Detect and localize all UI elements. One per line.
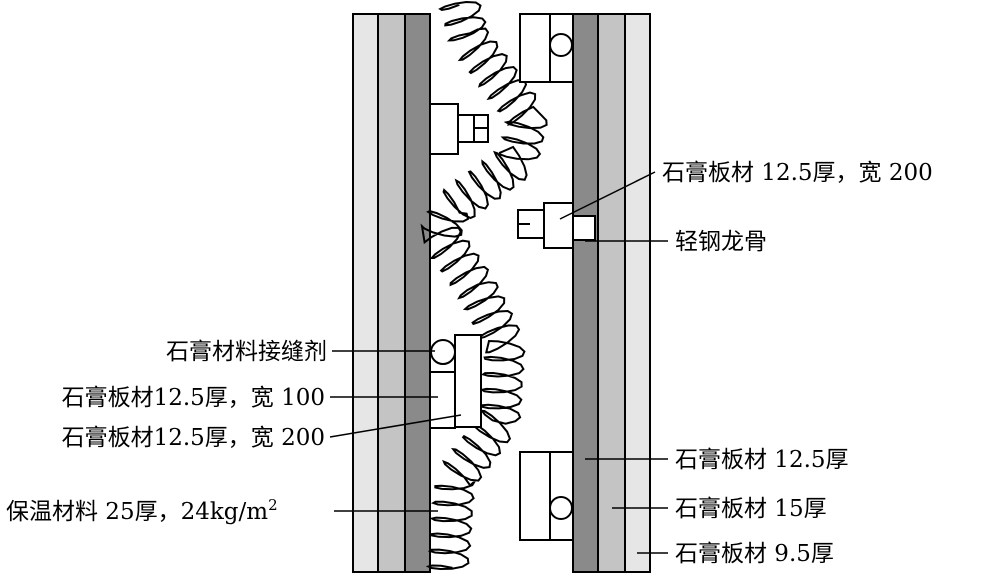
- label-insulation-superscript: 2: [268, 496, 278, 514]
- label-board-12-5-w200-left: 石膏板材12.5厚，宽 200: [62, 425, 325, 451]
- label-joint-compound: 石膏材料接缝剂: [166, 339, 327, 365]
- left-board-inner: [404, 13, 431, 573]
- right-board-outer: [624, 13, 651, 573]
- label-light-steel-keel: 轻钢龙骨: [675, 229, 767, 255]
- label-insulation-main: 保温材料 25厚，24kg/m: [6, 499, 268, 525]
- right-stud-bottom: [519, 451, 574, 541]
- label-board-12-5-w100: 石膏板材12.5厚，宽 100: [62, 385, 325, 411]
- right-board-inner: [572, 13, 599, 573]
- label-board-15: 石膏板材 15厚: [675, 496, 827, 522]
- left-wall-panel: [352, 13, 431, 573]
- label-board-12-5-w200-right: 石膏板材 12.5厚，宽 200: [662, 160, 933, 186]
- label-board-12-5: 石膏板材 12.5厚: [675, 447, 849, 473]
- insulation-coil-line: [420, 0, 548, 571]
- leader-lines: [329, 171, 668, 554]
- insulation-coil: [420, 0, 548, 571]
- left-bracket-top: [429, 103, 489, 155]
- left-board-outer: [352, 13, 379, 573]
- label-insulation: 保温材料 25厚，24kg/m2: [6, 496, 278, 525]
- right-stud-top: [519, 13, 574, 83]
- label-board-9-5: 石膏板材 9.5厚: [675, 541, 834, 567]
- light-steel-keel: [517, 202, 596, 249]
- left-board-middle: [377, 13, 406, 573]
- right-board-middle: [597, 13, 626, 573]
- left-joint-assembly: [429, 334, 482, 429]
- right-wall-panel: [572, 13, 651, 573]
